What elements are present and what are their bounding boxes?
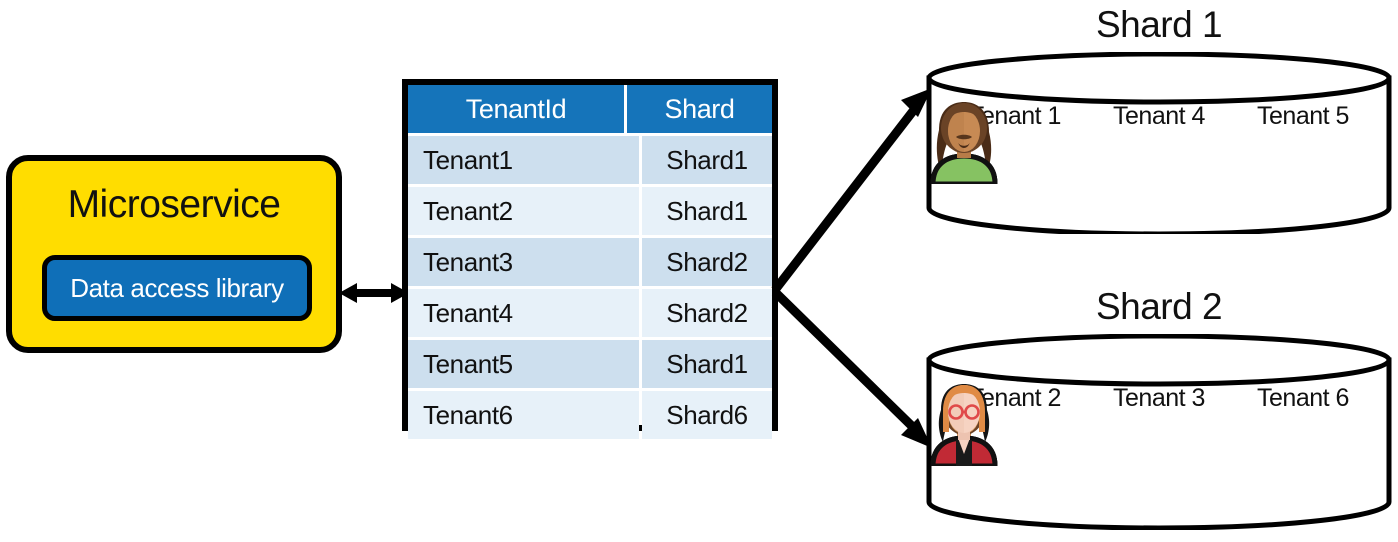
microservice-box: Microservice Data access library [6,155,342,353]
tenant-shard-lookup-table: TenantId Shard Tenant1 Shard1 Tenant2 Sh… [402,79,778,439]
cell-shard: Shard2 [642,289,772,337]
tenant-name-label: Tenant 5 [1257,102,1349,130]
row-divider [408,286,772,289]
cell-tenantid: Tenant5 [408,340,639,388]
shard-1-tenants: Tenant 1 Tenant 4 [925,100,1393,184]
row-divider [408,388,772,391]
shard-1-title: Shard 1 [1095,4,1223,45]
table-row: Tenant3 Shard2 [408,238,772,286]
table-row: Tenant4 Shard2 [408,289,772,337]
tenant-avatar-item: Tenant 3 [930,382,1209,466]
cell-tenantid: Tenant6 [408,391,639,439]
cell-shard: Shard1 [642,340,772,388]
microservice-title: Microservice [67,183,281,226]
shard-routing-arrows [770,60,950,480]
tenant-avatar-item: Tenant 5 [930,100,1353,184]
cell-tenantid: Tenant3 [408,238,639,286]
table-row: Tenant6 Shard6 [408,391,772,439]
shard-2-tenants: Tenant 2 Tenant 3 [925,382,1393,466]
tenant-name-label: Tenant 6 [1257,384,1349,412]
cell-tenantid: Tenant1 [408,136,639,184]
row-divider [408,235,772,238]
table-header-row: TenantId Shard [408,85,772,133]
cell-tenantid: Tenant2 [408,187,639,235]
column-header-tenantid: TenantId [408,85,624,133]
cell-shard: Shard6 [642,391,772,439]
tenant-name-label: Tenant 3 [1113,384,1205,412]
table-row: Tenant2 Shard1 [408,187,772,235]
cell-shard: Shard1 [642,136,772,184]
column-header-shard: Shard [627,85,772,133]
shard-1-cylinder: Shard 1 Tenant 1 [925,6,1393,234]
tenant-avatar-item: Tenant 4 [930,100,1209,184]
shard-2-cylinder: Shard 2 Tenant 2 [925,288,1393,530]
tenant-name-label: Tenant 4 [1113,102,1205,130]
cell-shard: Shard1 [642,187,772,235]
tenant-avatar-item: Tenant 6 [930,382,1353,466]
table-row: Tenant1 Shard1 [408,136,772,184]
cell-tenantid: Tenant4 [408,289,639,337]
row-divider [408,184,772,187]
row-divider [408,133,772,136]
cell-shard: Shard2 [642,238,772,286]
row-divider [408,337,772,340]
tenant-6-avatar-icon [930,385,998,466]
tenant-5-avatar-icon [930,103,998,184]
bidirectional-arrow [339,280,409,306]
table-row: Tenant5 Shard1 [408,340,772,388]
shard-2-title: Shard 2 [1095,286,1223,327]
data-access-library-label: Data access library [70,272,284,303]
data-access-library-box: Data access library [42,255,312,321]
